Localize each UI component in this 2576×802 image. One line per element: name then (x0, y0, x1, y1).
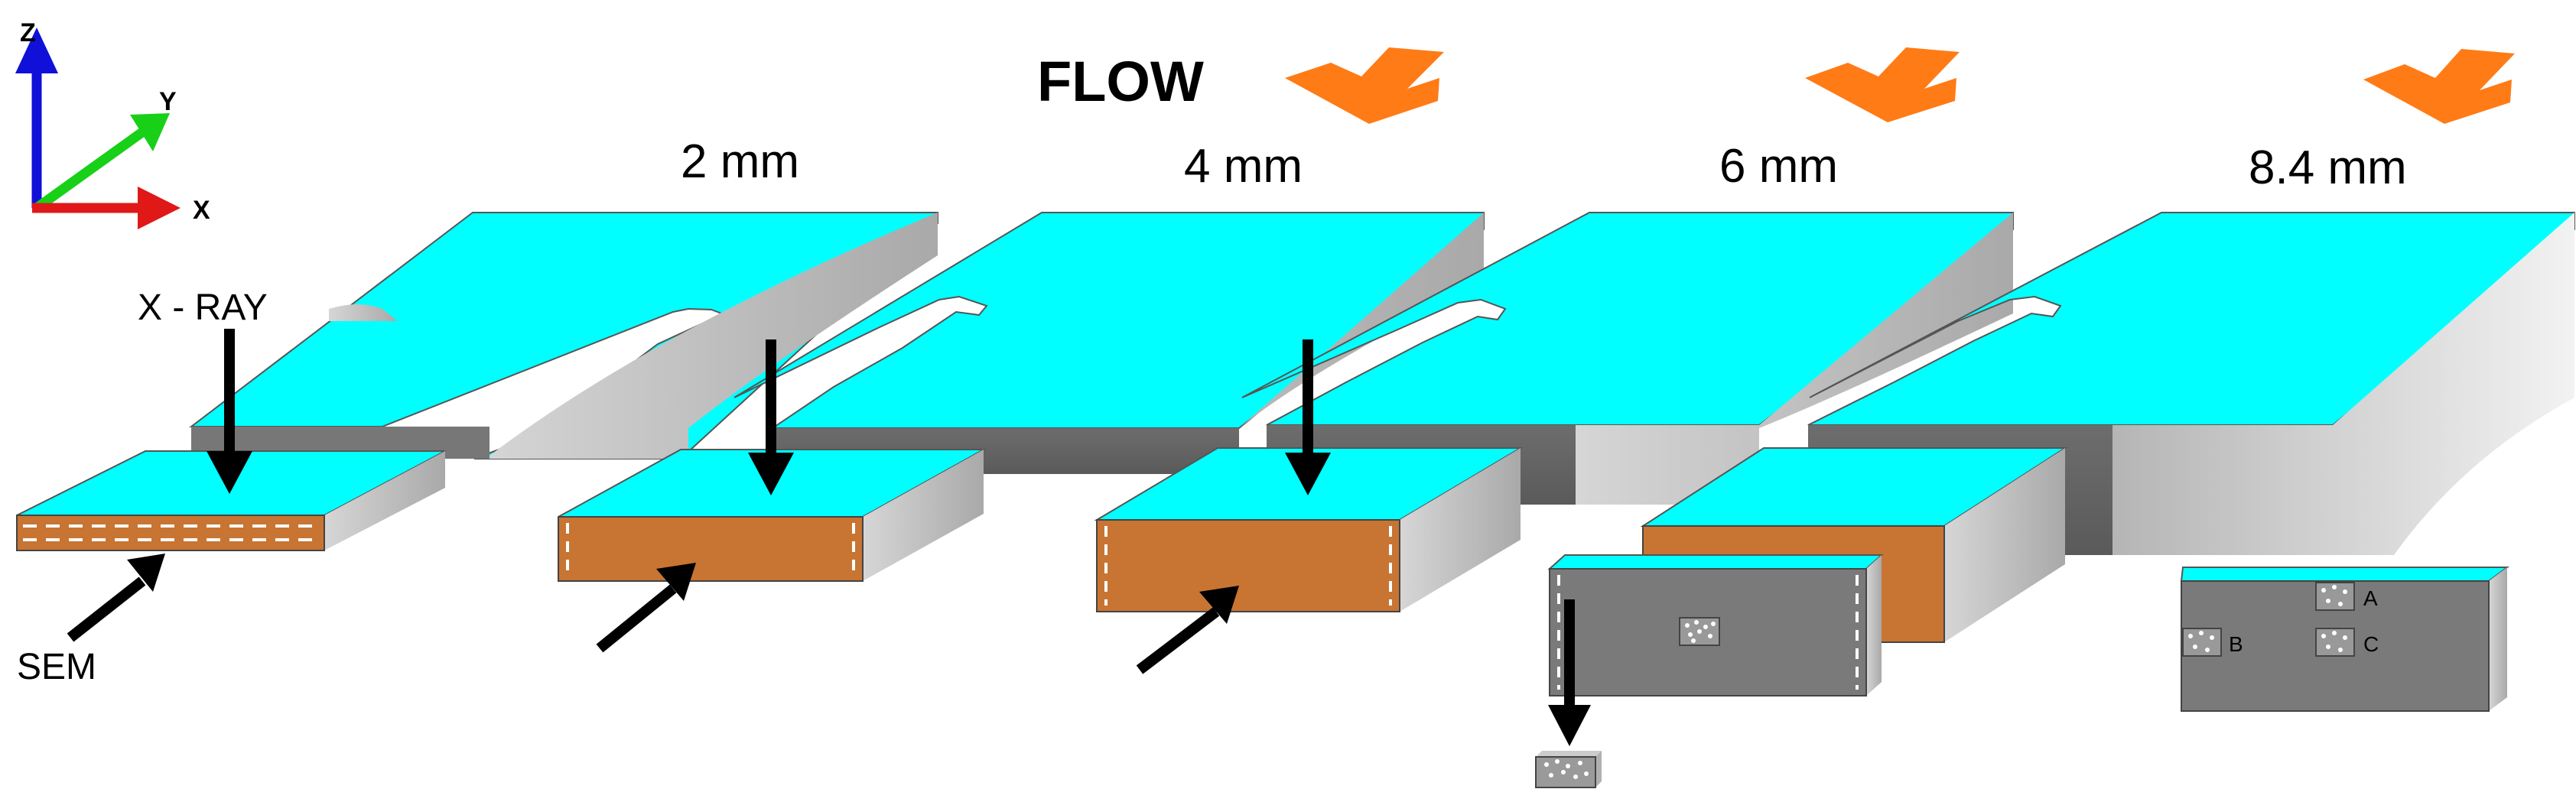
specimen-2mm-notch-shading (329, 304, 398, 321)
specimen-8-4mm-slice-side (1944, 448, 2065, 642)
specimen-4mm-cut-face (558, 516, 864, 582)
sem-arrows (67, 554, 1239, 674)
sem-arrow-2mm (67, 576, 146, 642)
y-axis-arrowhead (130, 113, 170, 151)
sample-8-4mm-side (2489, 567, 2507, 711)
point-dots (2188, 585, 2347, 652)
sem-sample-6mm-side (1866, 555, 1882, 696)
sem-arrowhead-6mm (1199, 586, 1239, 624)
thickness-label-4mm: 4 mm (1184, 140, 1303, 193)
x-axis-arrowhead (138, 187, 181, 229)
specimen-6mm-wall-right (1576, 213, 2013, 505)
point-b-label: B (2229, 632, 2243, 656)
flow-arrow-3 (2363, 49, 2515, 124)
sample-8-4mm-top (2180, 567, 2509, 582)
small-cube-side (1595, 751, 1602, 787)
sem-sample-6mm (1547, 554, 1884, 696)
small-cube-dots (1544, 759, 1589, 779)
sem-arrowhead-4mm (656, 563, 696, 601)
specimen-2mm-slice-side (324, 451, 445, 550)
y-axis-line (34, 125, 148, 213)
small-cube-top (1536, 751, 1602, 757)
sem-arrow-6mm (1136, 607, 1220, 674)
xray-label: X - RAY (138, 287, 268, 328)
axis-triad: Z Y X (15, 18, 210, 229)
xray-arrowhead-cube (1548, 705, 1591, 746)
xray-arrowhead-6mm (1285, 453, 1331, 495)
z-axis-label: Z (20, 18, 36, 47)
specimen-2mm-cut-face (16, 515, 325, 551)
specimen-6mm-slice-side (1400, 448, 1521, 612)
flow-arrow-1 (1285, 47, 1444, 124)
flow-direction-arrows (1285, 47, 2515, 124)
point-a-label: A (2363, 586, 2378, 610)
y-axis-label: Y (159, 87, 177, 116)
specimen-6mm-cut-face (1096, 519, 1400, 612)
thickness-label-6mm: 6 mm (1719, 140, 1838, 193)
sem-arrowhead-2mm (127, 554, 165, 592)
xray-arrowhead-4mm (748, 453, 794, 495)
z-axis-arrowhead (15, 28, 58, 73)
sem-sample-6mm-dots (1685, 620, 1716, 643)
flow-arrow-2 (1805, 47, 1960, 122)
point-c-label: C (2363, 632, 2379, 656)
thickness-label-2mm: 2 mm (681, 135, 799, 188)
specimen-2mm-wall-right (474, 213, 938, 459)
specimen-4mm-slice-side (863, 450, 984, 581)
sem-sample-6mm-top (1547, 554, 1884, 570)
sem-arrow-4mm (596, 584, 677, 653)
small-extracted-cube (1535, 751, 1602, 788)
thickness-label-8-4mm: 8.4 mm (2249, 141, 2407, 194)
x-axis-label: X (193, 196, 210, 225)
sample-8-4mm: A B C (2180, 567, 2509, 712)
specimen-8-4mm-wall-right (2113, 213, 2574, 555)
xray-arrows (207, 329, 1591, 746)
sem-label: SEM (17, 647, 96, 687)
flow-title: FLOW (1037, 50, 1204, 113)
xray-arrowhead-2mm (207, 451, 252, 494)
